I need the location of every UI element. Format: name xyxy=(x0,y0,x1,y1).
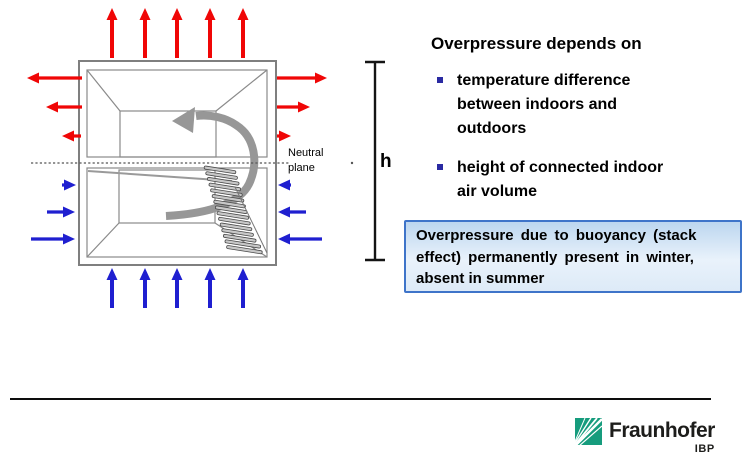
neutral-plane-label-line2: plane xyxy=(288,162,315,174)
bullet-line: temperature difference xyxy=(457,72,631,89)
callout-line: absent in summer xyxy=(416,270,545,287)
fraunhofer-mark-icon xyxy=(575,418,602,445)
bullet-item-temperature: temperature difference between indoors a… xyxy=(431,69,731,141)
callout-line: effect) permanently present in winter, xyxy=(416,248,694,266)
bullet-line: between indoors and xyxy=(457,96,618,113)
bullet-list: temperature difference between indoors a… xyxy=(431,69,731,204)
logo-wordmark: Fraunhofer xyxy=(609,419,715,442)
staircase xyxy=(203,165,268,255)
upper-room xyxy=(86,69,268,158)
text-column: Overpressure depends on temperature diff… xyxy=(431,33,731,219)
bullet-line: outdoors xyxy=(457,120,527,137)
outflow-arrows-top xyxy=(106,8,249,58)
bullet-item-height: height of connected indoor air volume xyxy=(431,156,731,204)
inflow-arrows-right xyxy=(278,179,322,245)
height-dimension-bracket xyxy=(365,60,385,262)
neutral-plane-line xyxy=(31,161,354,165)
bullet-text: temperature difference between indoors a… xyxy=(457,69,630,141)
stack-effect-diagram: Neutral plane xyxy=(27,8,392,308)
bullet-line: air volume xyxy=(457,183,538,200)
neutral-plane-label-line1: Neutral xyxy=(288,147,323,159)
bullet-square-icon xyxy=(437,164,443,170)
outflow-arrows-right xyxy=(277,72,327,142)
air-circulation-arrow xyxy=(165,107,259,220)
inflow-arrows-left xyxy=(31,179,76,245)
outflow-arrows-left xyxy=(27,72,82,142)
slide-heading: Overpressure depends on xyxy=(431,34,642,53)
fraunhofer-logo: Fraunhofer IBP xyxy=(575,418,715,455)
bullet-line: height of connected indoor xyxy=(457,159,664,176)
footer-divider xyxy=(10,398,711,400)
height-label: h xyxy=(380,151,392,172)
logo-text: Fraunhofer IBP xyxy=(609,418,715,455)
inflow-arrows-bottom xyxy=(106,268,249,308)
callout-box: Overpressure due to buoyancy (stack effe… xyxy=(404,220,742,293)
callout-line: Overpressure due to buoyancy (stack xyxy=(416,227,697,244)
logo-unit: IBP xyxy=(694,443,715,455)
bullet-square-icon xyxy=(437,77,443,83)
bullet-text: height of connected indoor air volume xyxy=(457,156,663,204)
